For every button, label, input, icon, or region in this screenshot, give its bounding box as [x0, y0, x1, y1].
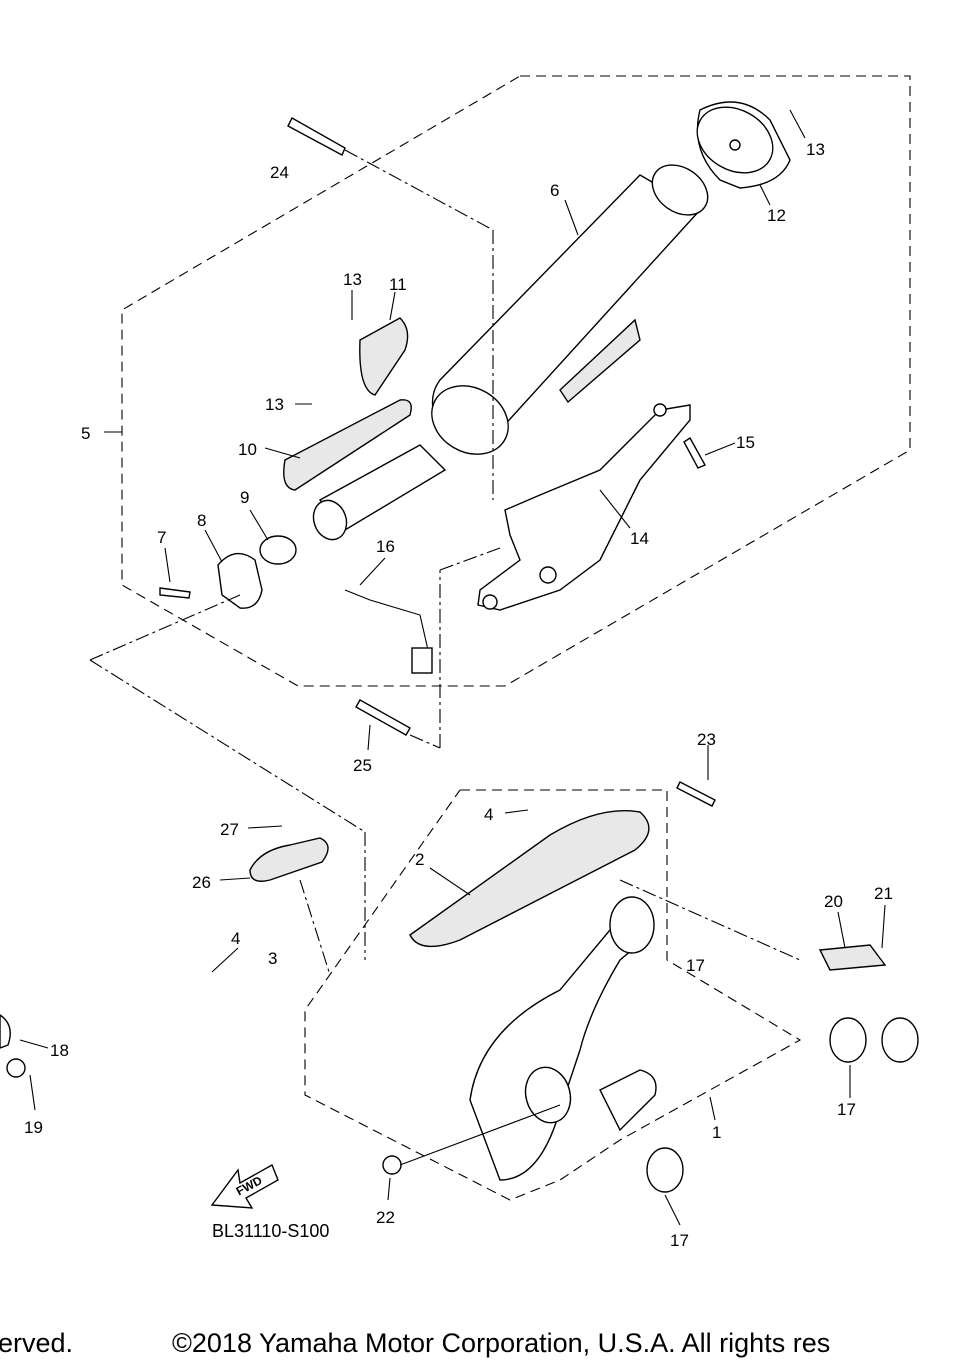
callout-8: 8 — [197, 511, 207, 530]
heat-protector-11 — [359, 317, 409, 396]
footer-copyright: ©2018 Yamaha Motor Corporation, U.S.A. A… — [172, 1328, 831, 1358]
callout-18: 18 — [50, 1041, 69, 1060]
leader-lines — [104, 109, 806, 751]
exhaust-parts-diagram: FWD 13 24 6 12 13 11 13 5 15 10 9 8 14 7… — [0, 75, 919, 1250]
part-code: BL31110-S100 — [212, 1221, 330, 1241]
callout-2: 2 — [415, 850, 425, 869]
callout-16: 16 — [376, 537, 395, 556]
callout-12: 12 — [767, 206, 786, 225]
callout-14: 14 — [630, 529, 649, 548]
callout-23: 23 — [697, 730, 716, 749]
heat-protector-10 — [283, 399, 412, 491]
lower-group-outline — [304, 789, 802, 1201]
callout-1: 1 — [712, 1123, 722, 1142]
callout-13: 13 — [265, 395, 284, 414]
callout-17: 17 — [837, 1100, 856, 1119]
end-cap — [696, 101, 791, 189]
callout-6: 6 — [550, 181, 560, 200]
callout-10: 10 — [238, 440, 257, 459]
callout-4: 4 — [231, 929, 241, 948]
callout-17: 17 — [686, 956, 705, 975]
callout-19: 19 — [24, 1118, 43, 1137]
gasket-17-right — [829, 1017, 867, 1063]
protector-20 — [818, 944, 887, 971]
heat-protector-26 — [249, 837, 329, 882]
manifold-port — [881, 1017, 919, 1063]
callout-22: 22 — [376, 1208, 395, 1227]
callout-4: 4 — [484, 805, 494, 824]
callout-13: 13 — [806, 140, 825, 159]
fwd-arrow-icon: FWD — [210, 1163, 279, 1209]
callout-20: 20 — [824, 892, 843, 911]
upper-group-outline — [121, 75, 911, 687]
callout-21: 21 — [874, 884, 893, 903]
callout-24: 24 — [270, 163, 289, 182]
callout-17: 17 — [670, 1231, 689, 1250]
callout-9: 9 — [240, 488, 250, 507]
muffler-body — [431, 164, 709, 455]
callout-15: 15 — [736, 433, 755, 452]
diagram-artwork: FWD — [0, 75, 919, 1226]
callout-13: 13 — [343, 270, 362, 289]
muffler-bracket — [477, 404, 691, 611]
callout-5: 5 — [81, 424, 91, 443]
leader-lines-lower — [19, 594, 886, 1226]
callout-26: 26 — [192, 873, 211, 892]
exhaust-pipe — [469, 896, 684, 1193]
sensor-wire — [344, 589, 429, 651]
bolt-22 — [382, 1155, 402, 1175]
callout-11: 11 — [389, 275, 407, 294]
clamp-8 — [217, 552, 263, 609]
callout-3: 3 — [268, 949, 278, 968]
nut-19 — [6, 1058, 26, 1078]
heat-protector-2 — [409, 809, 650, 948]
gasket-9 — [259, 535, 297, 565]
callout-25: 25 — [353, 756, 372, 775]
footer-fragment: erved. — [0, 1328, 74, 1358]
callout-7: 7 — [157, 528, 167, 547]
callout-27: 27 — [220, 820, 239, 839]
part-18 — [0, 1014, 11, 1049]
bolts — [159, 117, 716, 807]
